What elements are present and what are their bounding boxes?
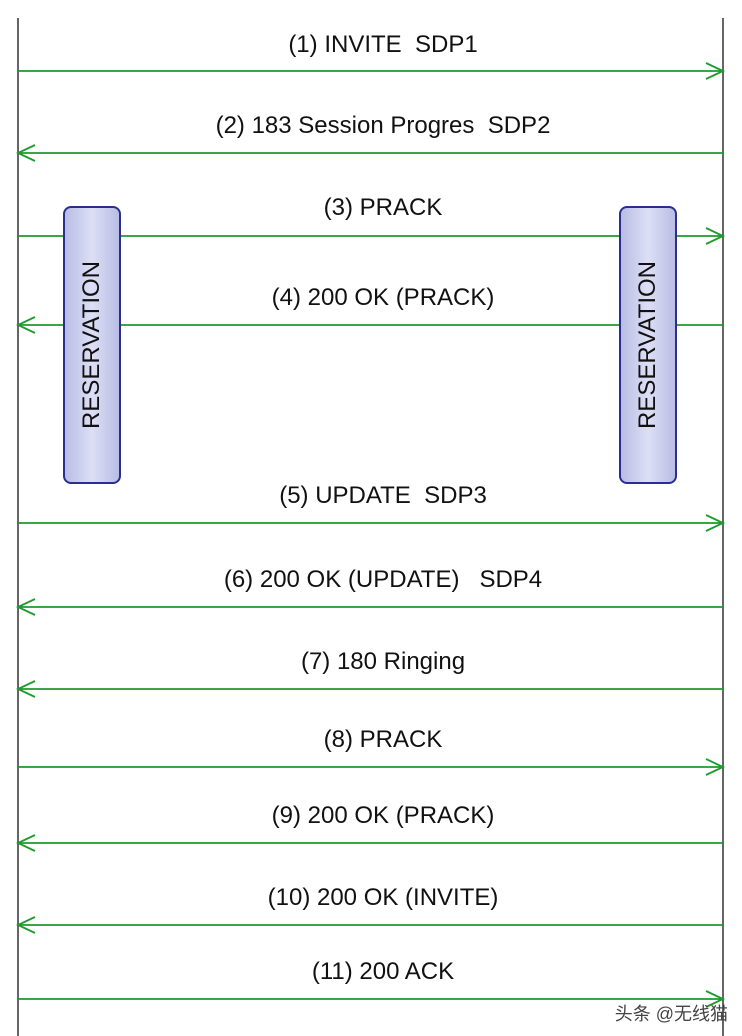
message-arrows [15, 62, 726, 1008]
message-label: (4) 200 OK (PRACK) [271, 284, 495, 311]
message-label: (2) 183 Session Progres SDP2 [215, 112, 551, 139]
reservation-label-right: RESERVATION [634, 260, 661, 430]
reservation-box-left: RESERVATION [63, 206, 121, 484]
message-arrowhead [705, 62, 726, 80]
message-arrowhead [15, 144, 36, 162]
reservation-label-left: RESERVATION [78, 260, 105, 430]
message-label: (9) 200 OK (PRACK) [271, 802, 495, 829]
message-arrowhead [705, 227, 726, 245]
watermark: 头条 @无线猫 [614, 1004, 728, 1024]
message-arrowhead [15, 834, 36, 852]
message-label: (8) PRACK [323, 726, 443, 753]
message-arrowhead [15, 316, 36, 334]
message-label: (1) INVITE SDP1 [288, 31, 478, 58]
message-arrowhead [705, 514, 726, 532]
message-arrowhead [15, 916, 36, 934]
message-label: (7) 180 Ringing [300, 648, 466, 675]
message-arrowhead [15, 680, 36, 698]
message-label: (5) UPDATE SDP3 [279, 482, 487, 509]
message-label: (10) 200 OK (INVITE) [267, 884, 499, 911]
message-label: (3) PRACK [323, 194, 443, 221]
message-label: (6) 200 OK (UPDATE) SDP4 [223, 566, 543, 593]
message-arrowhead [705, 990, 726, 1008]
message-arrowhead [705, 758, 726, 776]
reservation-box-right: RESERVATION [619, 206, 677, 484]
message-arrowhead [15, 598, 36, 616]
message-label: (11) 200 ACK [311, 958, 455, 985]
